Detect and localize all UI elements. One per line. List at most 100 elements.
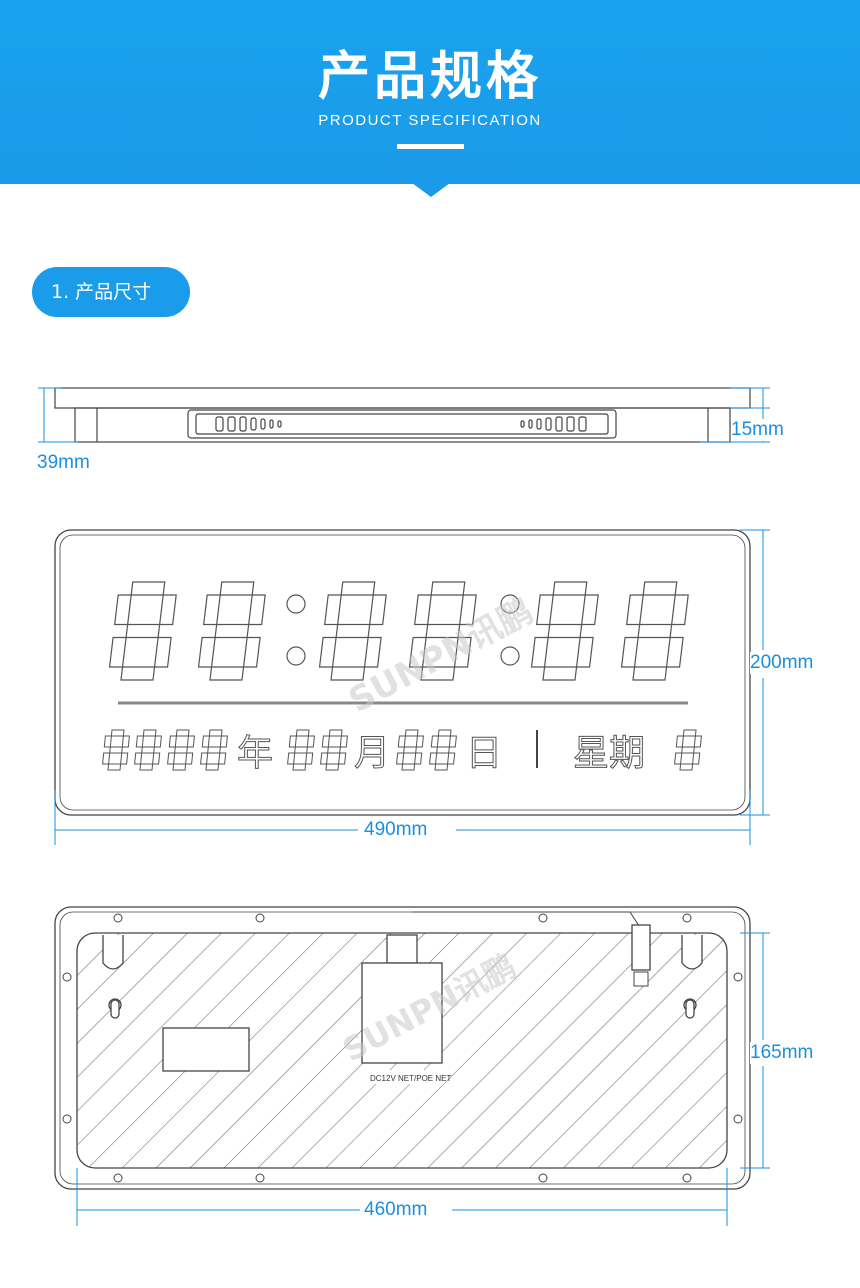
segment [682, 729, 697, 737]
segment [430, 735, 439, 748]
segment [120, 752, 129, 765]
front-view-dimensions [54, 529, 770, 845]
segment [120, 666, 156, 681]
page-subtitle: PRODUCT SPECIFICATION [318, 112, 542, 129]
segment [665, 636, 684, 668]
month-char: 月 [354, 733, 390, 774]
segment [185, 752, 194, 765]
back-view [54, 906, 751, 1190]
segment [142, 729, 157, 737]
segment [447, 752, 456, 765]
weekday-label: 星期 [573, 733, 645, 774]
dim-depth-frame: 15mm [731, 419, 784, 441]
day-char: 日 [466, 733, 502, 774]
segment [675, 735, 684, 748]
segment [692, 752, 701, 765]
segment [642, 581, 678, 596]
front-date-labels: 年 月 日 星期 [237, 733, 646, 775]
segment [175, 729, 190, 737]
segment [153, 735, 162, 748]
segment [125, 623, 161, 639]
segment [530, 636, 549, 668]
segment [219, 581, 255, 596]
dim-front-width: 490mm [364, 819, 428, 841]
segment [113, 594, 132, 626]
segment [620, 636, 639, 668]
segment [202, 594, 221, 626]
segment [218, 752, 227, 765]
segment [167, 752, 176, 765]
segment [363, 636, 382, 668]
segment [158, 594, 177, 626]
segment [413, 594, 432, 626]
segment [434, 763, 449, 771]
segment [152, 752, 161, 765]
section-label: 1. 产品尺寸 [32, 267, 190, 317]
segment [242, 636, 261, 668]
segment [403, 746, 417, 754]
vent-slots-left [215, 416, 282, 432]
segment [408, 636, 427, 668]
segment [130, 581, 166, 596]
segment [396, 752, 405, 765]
segment [141, 746, 155, 754]
segment [292, 763, 307, 771]
segment [288, 735, 297, 748]
segment [436, 746, 450, 754]
segment [107, 763, 122, 771]
segment [168, 735, 177, 748]
segment [201, 735, 210, 748]
segment [674, 752, 683, 765]
port-label: DC12V NET/POE NET [370, 1074, 451, 1083]
segment [109, 746, 123, 754]
segment [327, 746, 341, 754]
header-banner: 产品规格 PRODUCT SPECIFICATION [0, 0, 860, 184]
segment [340, 581, 376, 596]
segment [542, 666, 578, 681]
segment [205, 763, 220, 771]
segment [430, 581, 466, 596]
segment [108, 636, 127, 668]
segment [208, 729, 223, 737]
segment [339, 735, 348, 748]
top-view [54, 387, 751, 443]
segment [693, 735, 702, 748]
segment [139, 763, 154, 771]
segment [174, 746, 188, 754]
segment [207, 746, 221, 754]
segment [580, 594, 599, 626]
back-screws [62, 913, 743, 1183]
segment [134, 752, 143, 765]
segment [135, 735, 144, 748]
segment [209, 666, 245, 681]
segment [110, 729, 125, 737]
segment [200, 752, 209, 765]
segment [625, 594, 644, 626]
segment [287, 752, 296, 765]
segment [338, 752, 347, 765]
segment [681, 746, 695, 754]
segment [429, 752, 438, 765]
segment [415, 735, 424, 748]
dim-depth-total: 39mm [37, 452, 90, 474]
segment [547, 623, 583, 639]
front-time-digits [108, 581, 689, 681]
segment [294, 746, 308, 754]
dim-front-height: 200mm [750, 652, 814, 674]
segment [219, 735, 228, 748]
vent-slots-right [520, 416, 587, 432]
segment [637, 623, 673, 639]
segment [121, 735, 130, 748]
segment [632, 666, 668, 681]
segment [321, 735, 330, 748]
dim-back-width: 460mm [364, 1199, 428, 1221]
title-underline [397, 144, 464, 149]
segment [368, 594, 387, 626]
segment [397, 735, 406, 748]
segment [197, 636, 216, 668]
segment [404, 729, 419, 737]
front-date-digits [102, 729, 702, 771]
segment [458, 594, 477, 626]
segment [420, 666, 456, 681]
